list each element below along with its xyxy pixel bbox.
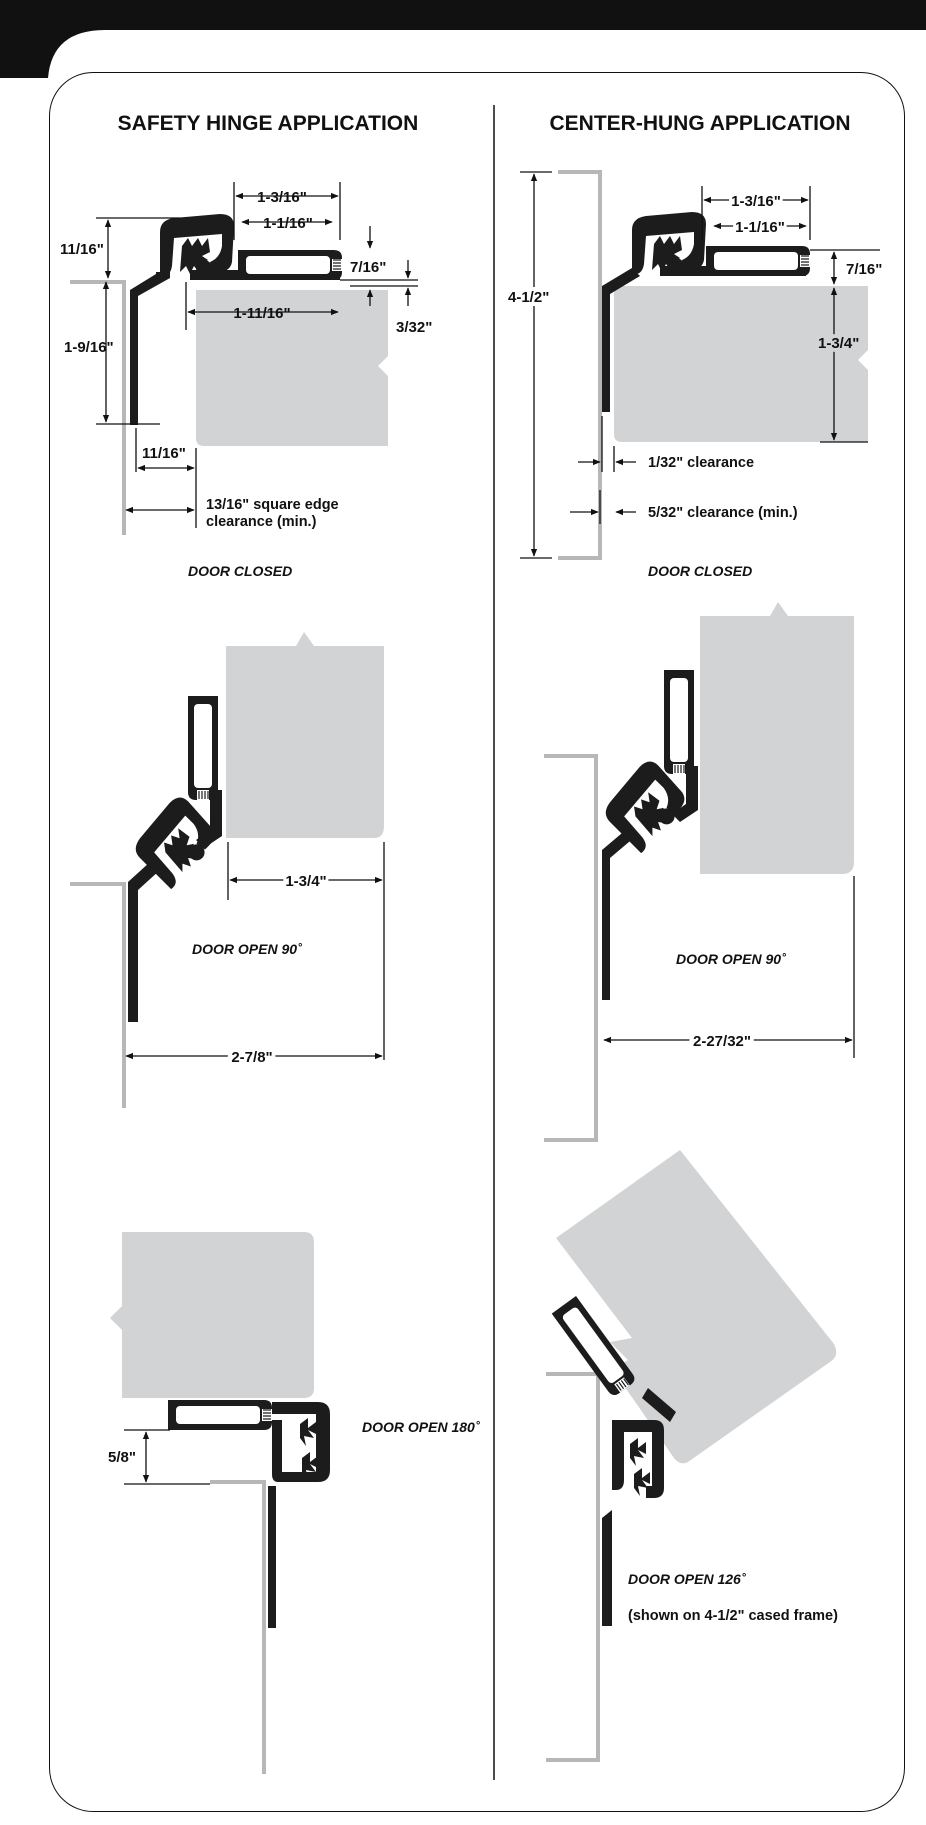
dim-1-3-4: 1-3/4" [818, 335, 859, 352]
center-hung-header: CENTER-HUNG APPLICATION [550, 112, 851, 135]
cased-frame-note: (shown on 4-1/2" cased frame) [628, 1608, 838, 1624]
caption-safety-door-open-90: DOOR OPEN 90˚ [192, 941, 303, 957]
center-door-open-90-view: DOOR OPEN 90˚ 2-27/32" [544, 602, 855, 1142]
clearance-5-32: 5/32" clearance (min.) [648, 505, 798, 521]
center-door-open-126-view: DOOR OPEN 126˚ (shown on 4-1/2" cased fr… [546, 1150, 838, 1762]
door-slab [614, 286, 868, 442]
door-frame [70, 280, 126, 535]
hinge-knuckle [160, 214, 234, 277]
dim-1-11-16: 1-11/16" [233, 305, 290, 322]
hinge-teeth [300, 1418, 318, 1480]
clearance-1-32: 1/32" clearance [648, 455, 754, 471]
door-slab [700, 602, 854, 874]
hinge-knuckle [272, 1402, 330, 1482]
caption-center-door-open-126: DOOR OPEN 126˚ [628, 1571, 747, 1587]
dim-2-27-32: 2-27/32" [693, 1033, 751, 1050]
safety-hinge-header: SAFETY HINGE APPLICATION [118, 112, 419, 135]
dim-3-32: 3/32" [396, 319, 432, 336]
dim-4-1-2: 4-1/2" [508, 289, 549, 306]
dim-7-16: 7/16" [350, 259, 386, 276]
jamb-leaf [602, 1510, 612, 1626]
hinge-arm [672, 766, 698, 822]
dim-11-16-bottom: 11/16" [142, 445, 186, 462]
jamb-leaf [268, 1486, 276, 1628]
door-slab [196, 290, 388, 446]
dim-2-7-8: 2-7/8" [231, 1049, 272, 1066]
caption-center-door-open-90: DOOR OPEN 90˚ [676, 951, 787, 967]
clearance-note-line1: 13/16" square edge [206, 497, 339, 513]
hinge-knuckle [612, 1420, 664, 1498]
door-leaf-channel [167, 1399, 273, 1431]
caption-center-door-closed: DOOR CLOSED [648, 563, 752, 579]
door-leaf-channel [187, 695, 219, 801]
header-band [0, 0, 926, 78]
center-door-closed-view: 4-1/2" 1-3/16" 1-1/16" 7/16" 1-3/4" 1/32… [504, 170, 882, 579]
dim-7-16: 7/16" [846, 261, 882, 278]
hinge-knuckle [632, 212, 706, 275]
dim-1-3-16: 1-3/16" [257, 189, 307, 206]
dim-11-16-top: 11/16" [60, 241, 104, 258]
safety-door-closed-view: 1-3/16" 1-1/16" 11/16" 7/16" 3/32" 1-11/… [60, 182, 432, 579]
door-leaf-channel [705, 245, 811, 277]
cased-frame [544, 754, 598, 1142]
hinge-arm [642, 1388, 676, 1422]
dim-5-8: 5/8" [108, 1449, 136, 1466]
hinge-arm [196, 790, 222, 848]
door-leaf-channel [663, 669, 695, 775]
dim-1-3-16: 1-3/16" [731, 193, 781, 210]
dim-1-1-16: 1-1/16" [263, 215, 313, 232]
clearance-note-line2: clearance (min.) [206, 514, 317, 530]
cased-frame [546, 1372, 600, 1762]
jamb-leaf [130, 272, 170, 425]
jamb-leaf [602, 268, 640, 412]
jamb-leaf [128, 862, 160, 1022]
safety-door-open-180-view: 5/8" DOOR OPEN 180˚ [108, 1232, 481, 1774]
hinge-teeth [630, 1438, 650, 1496]
dim-1-9-16: 1-9/16" [64, 339, 114, 356]
door-frame [210, 1480, 266, 1774]
caption-safety-door-closed: DOOR CLOSED [188, 563, 292, 579]
door-slab [110, 1232, 314, 1398]
door-frame [70, 882, 126, 1108]
cased-frame [558, 170, 602, 560]
dim-1-3-4: 1-3/4" [285, 873, 326, 890]
safety-door-open-90-view: 1-3/4" DOOR OPEN 90˚ 2-7/8" [70, 632, 385, 1108]
door-slab [226, 632, 384, 838]
caption-safety-door-open-180: DOOR OPEN 180˚ [362, 1419, 481, 1435]
dim-1-1-16: 1-1/16" [735, 219, 785, 236]
jamb-leaf [602, 828, 636, 1000]
door-leaf-channel [237, 249, 343, 281]
